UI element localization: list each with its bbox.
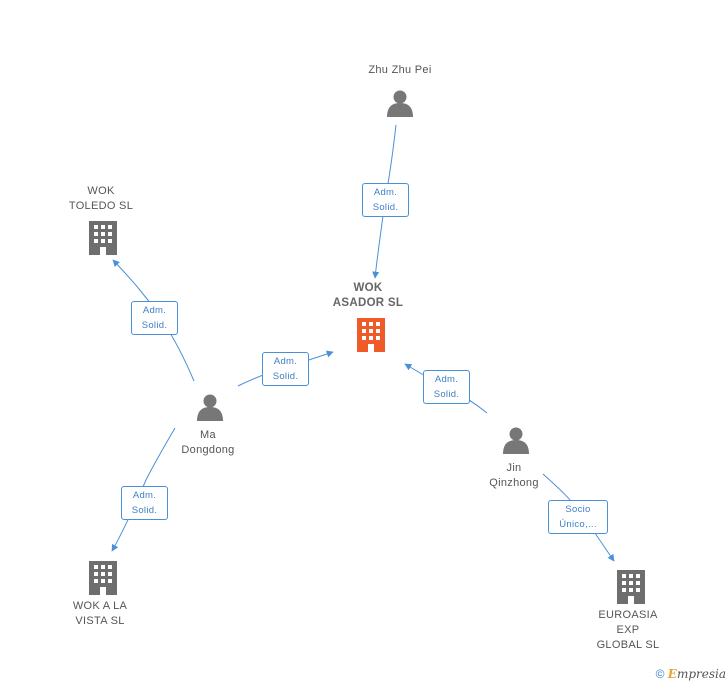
relation-label[interactable]: Socio Único,... [548, 500, 608, 534]
building-icon[interactable] [89, 221, 117, 255]
building-icon[interactable] [89, 561, 117, 595]
footer-brand: © Empresia [656, 667, 726, 681]
edge-ma-to-vista [111, 427, 176, 552]
node-label-euroasia[interactable]: EUROASIA EXP GLOBAL SL [596, 609, 660, 651]
building-icon[interactable] [617, 570, 645, 604]
relation-label[interactable]: Adm. Solid. [362, 183, 409, 217]
relation-label[interactable]: Adm. Solid. [423, 370, 470, 404]
node-label-wok-asador[interactable]: WOK ASADOR SL [332, 282, 404, 309]
relation-label[interactable]: Adm. Solid. [121, 486, 168, 520]
person-icon[interactable] [503, 427, 529, 455]
node-label-wok-toledo[interactable]: WOK TOLEDO SL [68, 185, 134, 212]
relation-label[interactable]: Adm. Solid. [131, 301, 178, 335]
brand-logo-text: mpresia [676, 667, 726, 681]
brand-logo-initial: E [667, 667, 677, 681]
node-label-ma-dongdong[interactable]: Ma Dongdong [181, 429, 235, 456]
relation-label[interactable]: Adm. Solid. [262, 352, 309, 386]
person-icon[interactable] [387, 90, 413, 118]
node-label-zhu-zhu-pei[interactable]: Zhu Zhu Pei [368, 64, 432, 76]
building-icon-main[interactable] [357, 318, 385, 352]
copyright-symbol: © [655, 667, 665, 681]
node-label-wok-a-la-vista[interactable]: WOK A LA VISTA SL [72, 600, 128, 627]
brand-logo: Empresia [668, 667, 726, 681]
node-label-jin-qinzhong[interactable]: Jin Qinzhong [489, 462, 539, 489]
person-icon[interactable] [197, 394, 223, 422]
